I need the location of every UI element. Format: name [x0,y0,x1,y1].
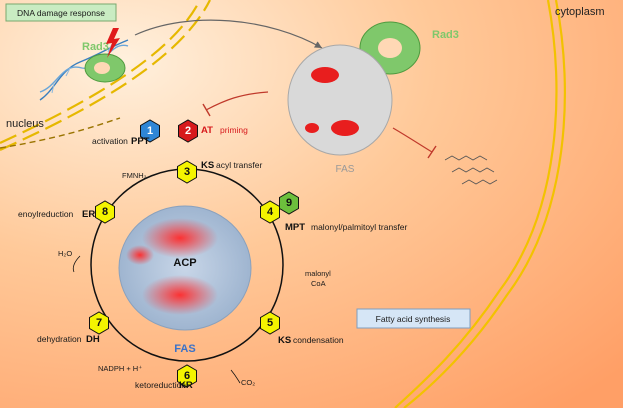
nucleus-label: nucleus [6,118,44,130]
step-3-number: 3 [184,166,190,178]
h2o-label: H₂O [58,249,72,258]
fas-top-label: FAS [336,164,355,175]
inhibition-bar-at [202,103,211,117]
step5-abbr: KS [278,335,291,346]
dna-damage-badge [5,3,117,22]
step2-desc: priming [220,125,248,135]
rad3-left-label: Rad3 [82,41,109,53]
fmnh2-label: FMNH₂ [122,171,147,180]
step5-desc: condensation [293,335,344,345]
co2-arrow [230,369,241,384]
step3-desc: acyl transfer [216,160,262,170]
step-1-hexagon [140,119,160,143]
step-6-number: 6 [184,370,190,382]
step7-desc: dehydration [37,334,82,344]
nucleus-boundary [0,117,121,149]
nadph-label: NADPH + H⁺ [98,364,142,373]
step8-abbr: ER [82,209,95,220]
step-9-hexagon [279,191,299,215]
lightning-icon [106,28,120,58]
nuclear-membrane-outer [0,0,211,152]
cytoplasm-label: cytoplasm [555,6,605,18]
step-1-number: 1 [147,125,153,137]
step-3-hexagon [177,160,197,184]
cell-membrane-inner [403,0,566,408]
step3-abbr: KS [201,160,214,171]
step8-desc: enoylreduction [18,209,74,219]
dna-damage-label: DNA damage response [17,8,105,18]
inhibition-to-fatty-acids [392,127,433,153]
fatty-acid-badge [356,308,471,329]
rad3-transfer-arrow [134,19,323,49]
step-2-number: 2 [185,125,191,137]
step-hexagons: 1 2 3 4 5 6 7 8 9 [89,119,299,388]
step6-abbr: KR [179,380,193,391]
acp-label: ACP [173,257,196,269]
step-8-hexagon [95,200,115,224]
step1-abbr: PPT [131,136,150,147]
rad3-right-label: Rad3 [432,29,459,41]
h2o-arrow [72,255,81,273]
step4-abbr: MPT [285,222,305,233]
rad3-left-structure [84,53,126,83]
step-9-number: 9 [286,197,292,209]
fatty-acid-chains [444,155,498,185]
malonyl-label: malonyl [305,269,331,278]
step-6-hexagon [177,364,197,388]
step-4-hexagon [260,200,280,224]
inhibition-to-at [205,91,269,111]
step-2-hexagon [178,119,198,143]
step7-abbr: DH [86,334,100,345]
coa-label: CoA [311,279,326,288]
inhibition-bar-fatty-acids [427,145,437,159]
fas-center-label: FAS [174,343,195,355]
fatty-acid-label: Fatty acid synthesis [376,314,451,324]
co2-label: CO₂ [241,378,255,387]
step2-abbr: AT [201,125,213,136]
step-5-hexagon [260,311,280,335]
step-7-number: 7 [96,317,102,329]
step-5-number: 5 [267,317,273,329]
fas-center-structure [118,205,252,331]
fas-top-structure [287,44,393,156]
step-7-hexagon [89,311,109,335]
step6-desc: ketoreduction [135,380,186,390]
cell-membrane-outer [394,0,558,408]
step-4-number: 4 [267,206,274,218]
step1-desc: activation [92,136,128,146]
step-8-number: 8 [102,206,108,218]
nuclear-membrane-inner [0,0,201,144]
step4-desc: malonyl/palmitoyl transfer [311,222,408,232]
